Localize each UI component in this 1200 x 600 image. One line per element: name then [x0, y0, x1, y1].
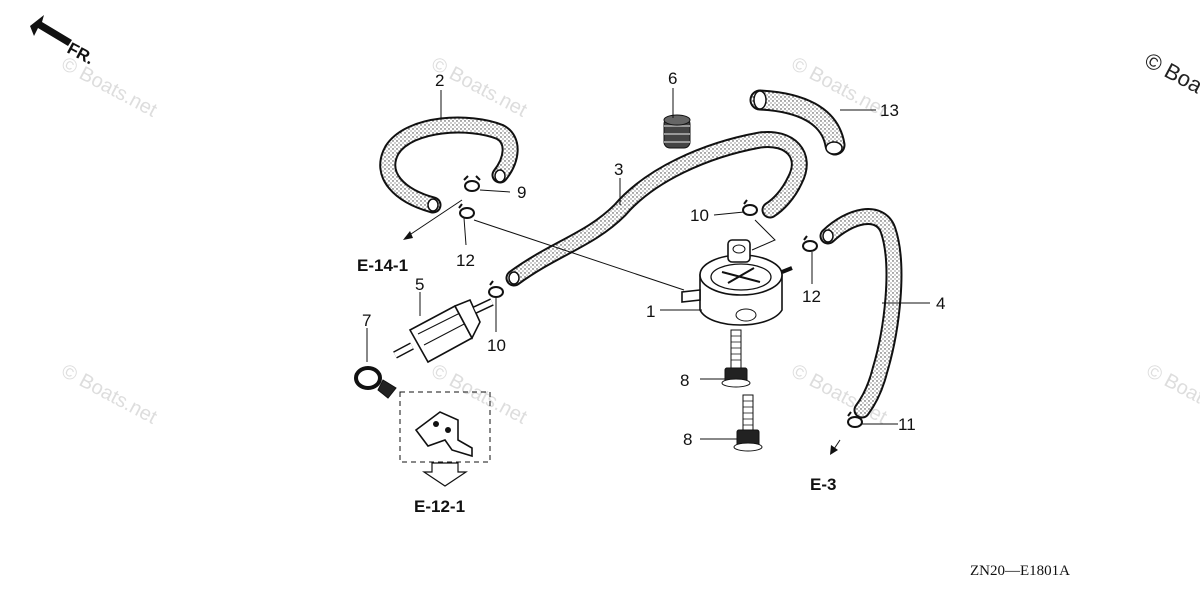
- bracket-part: [399, 391, 491, 487]
- clip-12-left: [458, 203, 475, 219]
- clip-12-right: [802, 235, 818, 252]
- clip-10-right: [742, 199, 758, 216]
- callout-10-right: 10: [690, 206, 709, 225]
- callout-13: 13: [880, 101, 899, 120]
- callout-8-upper: 8: [680, 371, 689, 390]
- callout-10-left: 10: [487, 336, 506, 355]
- watermark: © Boats.net: [58, 360, 161, 429]
- clip-11: [847, 411, 863, 428]
- reference-e-12-1: E-12-1: [414, 497, 465, 516]
- callout-1: 1: [646, 302, 655, 321]
- hose-2: [379, 116, 519, 214]
- watermark: © Boats.net: [58, 53, 161, 122]
- callout-12-left: 12: [456, 251, 475, 270]
- hose-3: [505, 130, 808, 287]
- callout-8-lower: 8: [683, 430, 692, 449]
- callout-labels: 1 2 3 4 5 6 7 8 8 9 10 10 11 12 12 13: [362, 69, 945, 449]
- section-references: E-14-1 E-12-1 E-3: [357, 256, 836, 516]
- watermark: © Boats.net: [1143, 360, 1200, 429]
- clamp-7: [354, 366, 397, 399]
- inline-fuel-filter-5: [393, 298, 494, 364]
- bolt-8-upper: [721, 329, 751, 388]
- callout-12-right: 12: [802, 287, 821, 306]
- callout-4: 4: [936, 294, 945, 313]
- callout-9: 9: [517, 183, 526, 202]
- callout-6: 6: [668, 69, 677, 88]
- callout-11: 11: [898, 415, 916, 434]
- callout-7: 7: [362, 311, 371, 330]
- bolt-8-lower: [733, 394, 763, 452]
- callout-5: 5: [415, 275, 424, 294]
- watermarks: © Boats.net © Boats.net © Boats.net © Bo…: [58, 47, 1200, 428]
- clip-10-left: [488, 280, 504, 298]
- hose-4: [819, 208, 903, 419]
- drawing-code: ZN20—E1801A: [970, 563, 1070, 579]
- reference-e-3: E-3: [810, 475, 836, 494]
- leader-lines: [366, 88, 930, 455]
- copyright-edge-text: © Boa: [1141, 47, 1200, 98]
- clip-9: [463, 175, 481, 192]
- callout-3: 3: [614, 160, 623, 179]
- reference-e-14-1: E-14-1: [357, 256, 408, 275]
- hose-13: [749, 89, 846, 156]
- fuel-filter-housing-1: [681, 239, 793, 326]
- callout-2: 2: [435, 71, 444, 90]
- grommet-6: [663, 114, 691, 149]
